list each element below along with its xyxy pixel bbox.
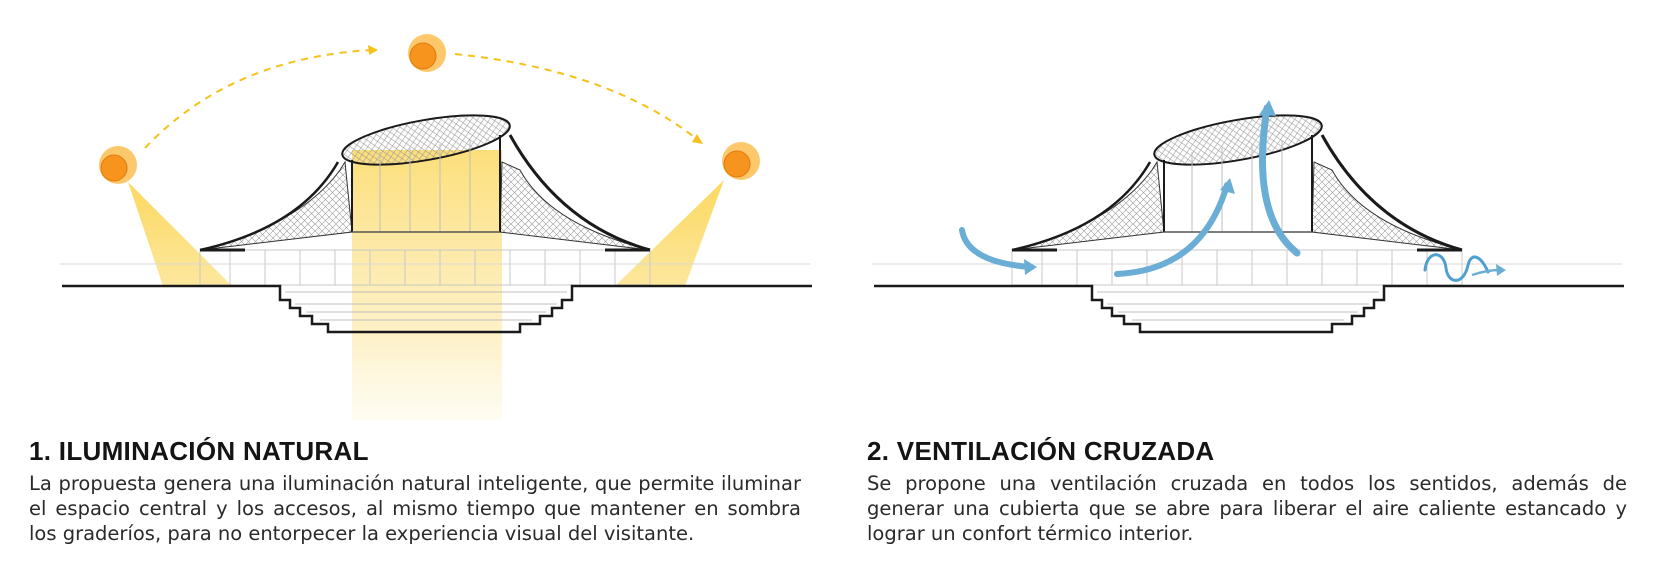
panel-title: 2. VENTILACIÓN CRUZADA bbox=[867, 436, 1215, 466]
panel-description: La propuesta genera una iluminación natu… bbox=[29, 472, 801, 545]
sun-icon bbox=[408, 34, 446, 72]
lighting-diagram-panel: 1. ILUMINACIÓN NATURAL La propuesta gene… bbox=[29, 34, 812, 546]
building-section bbox=[872, 114, 1624, 334]
air-flow-arrow bbox=[959, 227, 1037, 275]
air-flow-arrow bbox=[1423, 253, 1506, 282]
sun-icon bbox=[722, 142, 760, 180]
panel-title: 1. ILUMINACIÓN NATURAL bbox=[29, 436, 369, 466]
lighting-caption: 1. ILUMINACIÓN NATURAL La propuesta gene… bbox=[29, 436, 801, 546]
ventilation-section-drawing bbox=[872, 100, 1624, 334]
sunlight-beam-left bbox=[128, 182, 232, 286]
building-section bbox=[60, 114, 812, 334]
air-flow-arrow bbox=[1259, 100, 1301, 257]
sunlight-beam-right bbox=[615, 180, 724, 286]
panel-description: Se propone una ventilación cruzada en to… bbox=[867, 472, 1627, 545]
sun-path-arrow bbox=[144, 49, 373, 149]
sun-icon bbox=[99, 146, 137, 184]
air-flow-arrow bbox=[1114, 178, 1235, 277]
ventilation-diagram-panel: 2. VENTILACIÓN CRUZADA Se propone una ve… bbox=[832, 0, 1664, 580]
ventilation-caption: 2. VENTILACIÓN CRUZADA Se propone una ve… bbox=[867, 436, 1627, 546]
lighting-section-drawing bbox=[60, 34, 812, 420]
